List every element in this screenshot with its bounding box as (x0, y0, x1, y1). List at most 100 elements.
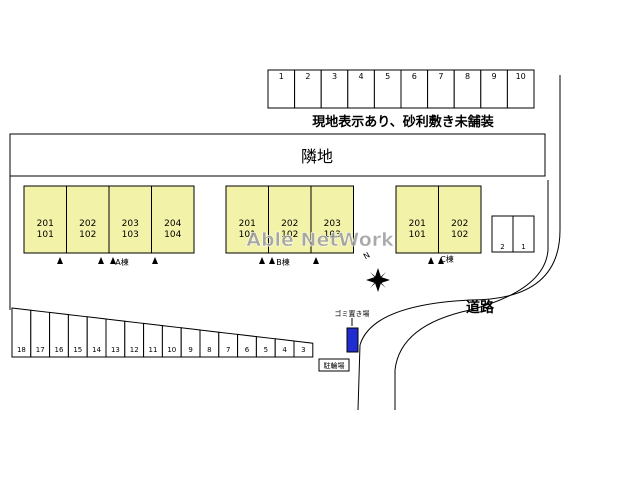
small-parking-space: 2 (491, 215, 514, 253)
parking-space-number: 1 (521, 243, 525, 251)
bike-parking-box (318, 358, 350, 372)
compass-icon (366, 268, 390, 292)
parking-space-number: 1 (279, 72, 284, 81)
top-parking-space: 1 (267, 69, 296, 109)
apartment-unit (23, 185, 67, 254)
top-parking-space: 6 (400, 69, 429, 109)
top-parking-space: 8 (453, 69, 482, 109)
bottom-parking-space: 4 (274, 338, 295, 358)
bottom-parking-space: 13 (105, 318, 126, 358)
bottom-parking-space: 7 (218, 331, 239, 358)
unit-number-upper: 201 (239, 219, 256, 229)
parking-space-number: 2 (305, 72, 310, 81)
entrance-arrow-icon (428, 257, 434, 264)
unit-number-lower: 101 (37, 230, 54, 240)
parking-space-number: 10 (167, 346, 176, 354)
entrance-arrow-icon (110, 257, 116, 264)
parking-space-number: 13 (111, 346, 120, 354)
bottom-parking-space: 10 (161, 325, 182, 358)
parking-space-number: 5 (385, 72, 390, 81)
bottom-parking-space: 18 (11, 307, 32, 358)
bottom-parking-space: 9 (180, 327, 201, 358)
parking-space-number: 15 (73, 346, 82, 354)
road-label: 道路 (466, 299, 495, 316)
parking-space-number: 12 (130, 346, 139, 354)
apartment-unit (310, 185, 354, 254)
top-parking-space: 9 (480, 69, 508, 109)
top-parking-space: 7 (427, 69, 455, 109)
garbage-area-marker (346, 327, 359, 353)
parking-space-number: 16 (55, 346, 64, 354)
parking-space-outline (506, 69, 535, 109)
bottom-parking-space: 8 (199, 329, 220, 358)
unit-number-lower: 102 (451, 230, 468, 240)
entrance-arrow-icon (438, 257, 444, 264)
unit-number-lower: 102 (79, 230, 96, 240)
unit-number-upper: 203 (122, 219, 139, 229)
building-name: C棟 (440, 254, 454, 264)
parking-space-number: 5 (264, 346, 268, 354)
parking-space-number: 8 (207, 346, 211, 354)
unit-number-upper: 204 (164, 219, 181, 229)
parking-space-outline (400, 69, 429, 109)
neighbor-lot (9, 133, 546, 177)
entrance-arrow-icon (259, 257, 265, 264)
unit-number-upper: 203 (324, 219, 341, 229)
parking-space-outline (320, 69, 349, 109)
small-parking-space: 1 (512, 215, 535, 253)
unit-number-lower: 103 (324, 230, 341, 240)
bottom-parking-space: 16 (49, 311, 69, 358)
parking-space-number: 3 (301, 346, 305, 354)
entrance-arrow-icon (57, 257, 63, 264)
parking-space-number: 4 (359, 72, 364, 81)
parking-space-number: 9 (188, 346, 192, 354)
unit-number-upper: 202 (451, 219, 468, 229)
parking-space-outline (267, 69, 296, 109)
top-parking-space: 4 (347, 69, 375, 109)
bottom-parking-space: 12 (124, 320, 145, 358)
bottom-parking-space: 14 (86, 316, 107, 358)
bottom-parking-space: 15 (67, 314, 88, 358)
parking-space-outline (293, 340, 314, 358)
parking-space-number: 14 (92, 346, 101, 354)
unit-number-upper: 202 (79, 219, 96, 229)
parking-space-outline (294, 69, 322, 109)
parking-space-number: 7 (438, 72, 443, 81)
unit-number-lower: 101 (409, 230, 426, 240)
entrance-arrow-icon (98, 257, 104, 264)
bottom-parking-space: 3 (293, 340, 314, 358)
buildings-group: 201101202102203103204104A棟20110120210220… (23, 185, 482, 267)
parking-space-outline (453, 69, 482, 109)
road-edge-upper (357, 75, 561, 411)
unit-number-lower: 103 (122, 230, 139, 240)
entrance-arrow-icon (313, 257, 319, 264)
unit-number-lower: 102 (281, 230, 298, 240)
parking-space-number: 10 (516, 72, 526, 81)
parking-space-outline (373, 69, 402, 109)
unit-number-lower: 101 (239, 230, 256, 240)
apartment-unit (108, 185, 152, 254)
parking-space-number: 9 (492, 72, 497, 81)
parking-space-number: 17 (36, 346, 45, 354)
parking-space-outline (480, 69, 508, 109)
building-name: A棟 (115, 257, 128, 267)
apartment-unit (151, 185, 195, 254)
unit-number-lower: 104 (164, 230, 181, 240)
parking-space-number: 6 (245, 346, 250, 354)
unit-number-upper: 201 (37, 219, 54, 229)
bottom-parking-space: 17 (30, 309, 51, 358)
parking-note: 現地表示あり、砂利敷き未舗装 (312, 114, 493, 130)
apartment-unit (395, 185, 439, 254)
entrance-arrow-icon (152, 257, 158, 264)
apartment-unit (225, 185, 269, 254)
parking-space-outline (427, 69, 455, 109)
bottom-parking-space: 5 (255, 336, 276, 358)
parking-space-number: 8 (465, 72, 470, 81)
